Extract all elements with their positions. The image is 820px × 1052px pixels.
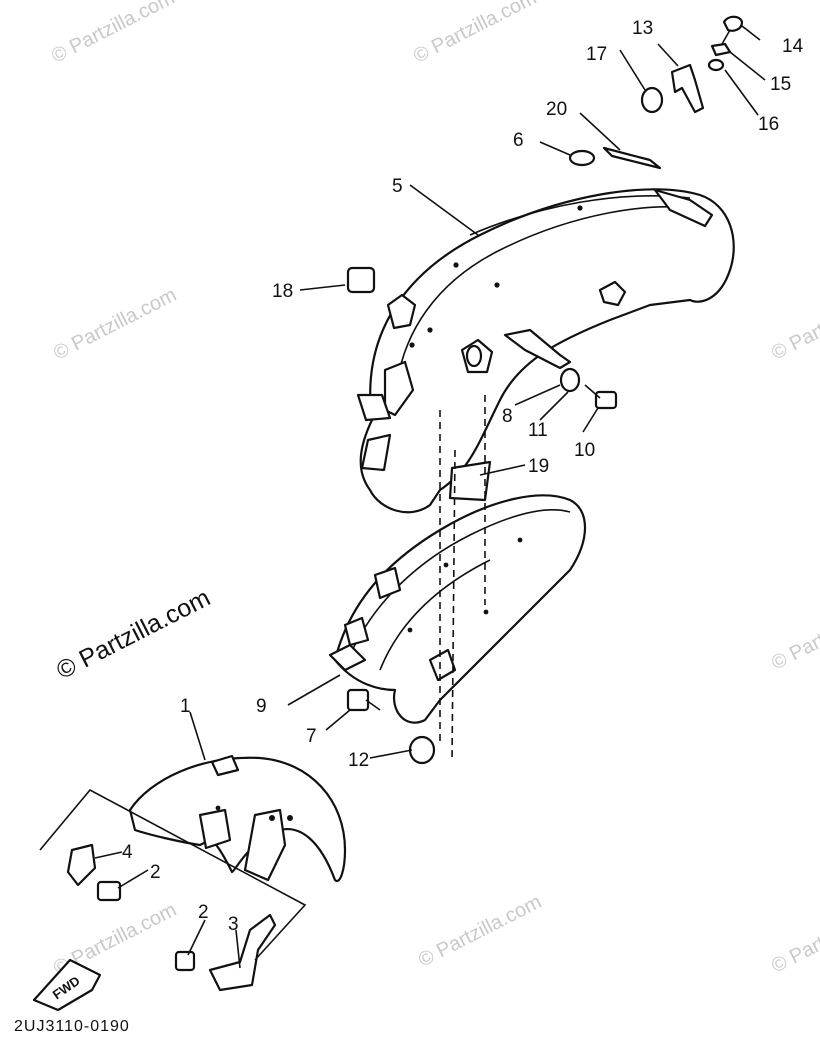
callout-20: 20 (546, 99, 567, 120)
leader-lines (39, 25, 766, 969)
diagram-code: 2UJ3110-0190 (14, 1018, 130, 1035)
callout-7: 7 (306, 726, 317, 747)
rear-fender (356, 188, 735, 514)
callout-10: 10 (574, 440, 595, 461)
callout-15: 15 (770, 74, 791, 95)
callout-16: 16 (758, 114, 779, 135)
callout-8: 8 (502, 406, 513, 427)
callout-2: 2 (150, 862, 161, 883)
callout-4: 4 (122, 842, 133, 863)
small-parts (32, 15, 744, 1012)
callout-11: 11 (528, 420, 548, 441)
callout-18: 18 (272, 281, 293, 302)
inner-fender (328, 494, 587, 724)
callout-1: 1 (180, 696, 191, 717)
callout-17: 17 (586, 44, 607, 65)
callout-13: 13 (632, 18, 653, 39)
callout-9: 9 (256, 696, 267, 717)
callout-14: 14 (782, 36, 804, 57)
front-fender (128, 754, 347, 883)
callout-labels: 1 2 2 3 4 5 6 7 8 9 10 11 12 13 14 15 16… (50, 18, 804, 1002)
callout-6: 6 (513, 130, 524, 151)
callout-2: 2 (198, 902, 209, 923)
callout-12: 12 (348, 750, 369, 771)
callout-19: 19 (528, 456, 549, 477)
callout-3: 3 (228, 914, 239, 935)
callout-5: 5 (392, 176, 403, 197)
